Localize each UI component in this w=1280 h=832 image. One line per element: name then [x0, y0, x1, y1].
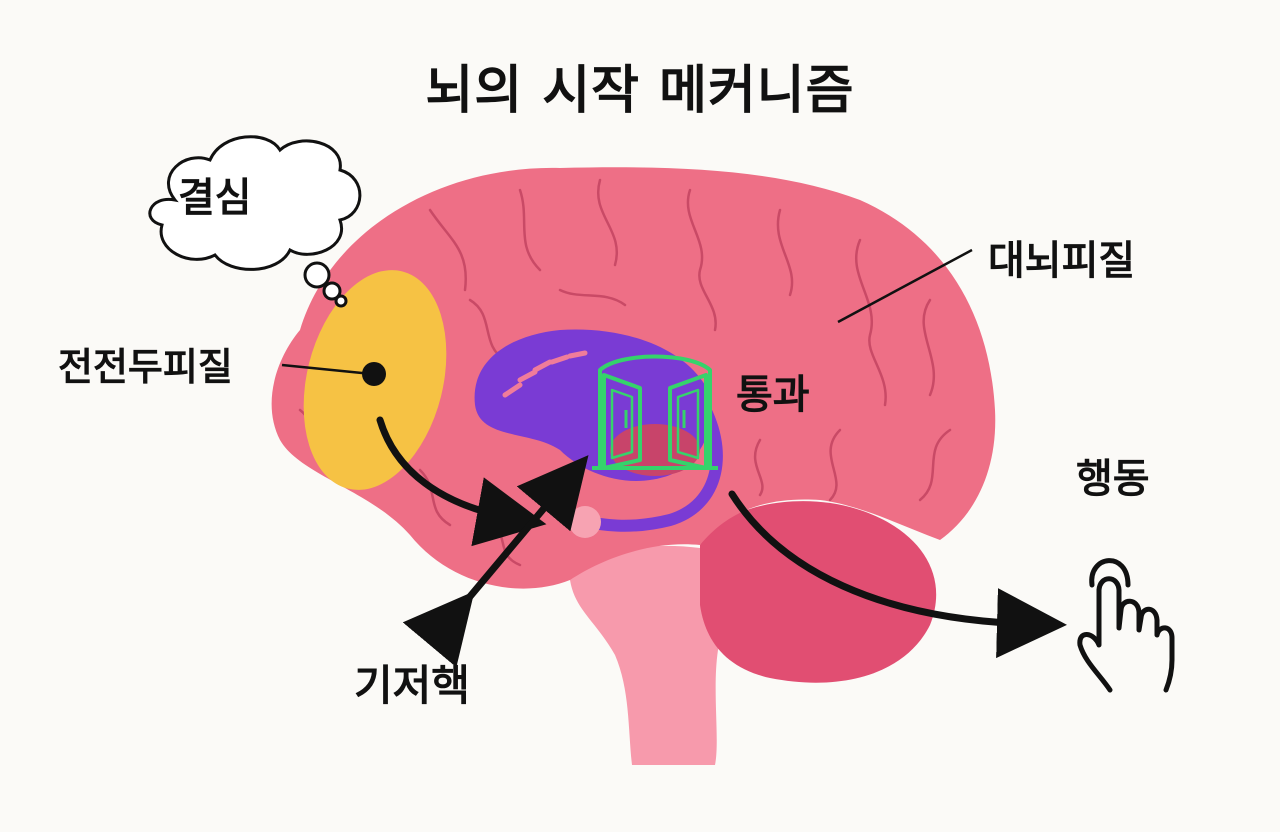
gate-icon [592, 354, 718, 470]
action-label: 행동 [1076, 456, 1150, 502]
resolve-label: 결심 [178, 175, 252, 221]
prefrontal-dot [362, 362, 386, 386]
thought-cloud-icon [148, 135, 362, 308]
cortex-pointer-line [837, 248, 973, 324]
cerebellum [700, 501, 937, 683]
cerebral-cortex-label: 대뇌피질 [988, 238, 1136, 284]
basal-ganglia-label: 기저핵 [354, 661, 470, 710]
prefrontal-cortex-label: 전전두피질 [58, 345, 233, 389]
brainstem [569, 545, 729, 765]
basal-bidirectional-arrow [402, 455, 589, 668]
pass-through-label: 통과 [736, 372, 810, 418]
prefrontal-pointer-line [281, 363, 373, 376]
nucleus [569, 506, 601, 538]
diagram-title: 뇌의 시작 메커니즘 [425, 61, 855, 121]
pointing-hand-icon [1077, 558, 1175, 693]
to-action-arrow [728, 490, 1067, 659]
